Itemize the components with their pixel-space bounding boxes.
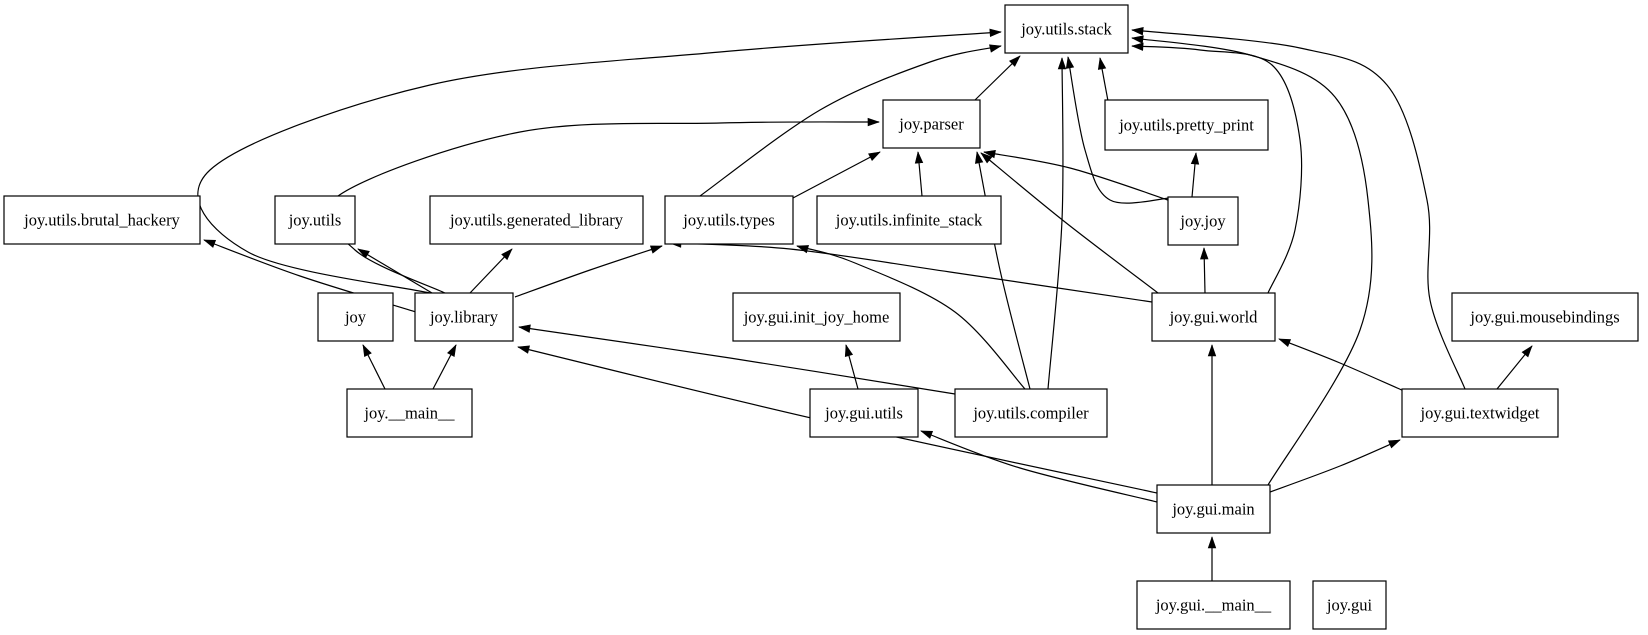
graph-edge-joy.gui.utils-to-joy.gui.init_joy_home xyxy=(844,344,859,390)
graph-edge-joy.utils.compiler-to-joy.parser xyxy=(974,151,1031,390)
graph-node-label: joy.gui.utils xyxy=(824,404,903,423)
graph-edge-joy.utils.types-to-joy.utils.stack xyxy=(699,44,1002,197)
graph-node-box xyxy=(816,195,1002,245)
graph-edge-joy.gui.main-to-joy.utils.stack xyxy=(1131,35,1373,486)
graph-edge-joy.library-to-joy.utils.generated_library xyxy=(469,248,513,294)
graph-node-box xyxy=(1167,196,1239,246)
graph-edge-joy.gui.world-to-joy.parser xyxy=(980,152,1159,294)
graph-node-label: joy.gui.mousebindings xyxy=(1469,308,1619,327)
graph-node-label: joy.utils xyxy=(288,211,342,230)
graph-node-joy.gui.textwidget: joy.gui.textwidget xyxy=(1401,388,1559,438)
graph-node-box xyxy=(1401,388,1559,438)
graph-node-joy.gui.main: joy.gui.main xyxy=(1156,484,1271,534)
graph-node-box xyxy=(1136,580,1291,630)
graph-node-label: joy.utils.stack xyxy=(1020,20,1112,39)
graph-node-box xyxy=(1156,484,1271,534)
graph-node-box xyxy=(274,195,356,245)
graph-node-joy.utils.generated_library: joy.utils.generated_library xyxy=(429,195,644,245)
graph-edge-joy.gui.textwidget-to-joy.utils.stack xyxy=(1131,27,1466,390)
graph-edge-joy.library-to-joy.utils.types xyxy=(514,245,663,298)
graph-node-box xyxy=(317,292,394,342)
graph-node-joy: joy xyxy=(317,292,394,342)
graph-edge-joy.gui.textwidget-to-joy.gui.world xyxy=(1278,338,1405,392)
graph-edge-joy.library-to-joy.parser xyxy=(325,117,880,294)
graph-node-box xyxy=(414,292,514,342)
graph-edge-joy.gui.main-to-joy.gui.textwidget xyxy=(1269,439,1401,493)
nodes-layer: joy.utils.stack joy.parser joy.utils.prett… xyxy=(3,4,1639,630)
graph-node-joy.utils.pretty_print: joy.utils.pretty_print xyxy=(1104,99,1269,151)
graph-node-label: joy.utils.generated_library xyxy=(449,211,624,230)
graph-node-label: joy.utils.compiler xyxy=(972,404,1089,423)
graph-node-box xyxy=(809,388,919,438)
graph-node-label: joy.utils.brutal_hackery xyxy=(23,211,180,230)
graph-node-label: joy.parser xyxy=(898,115,964,134)
graph-node-joy.library: joy.library xyxy=(414,292,514,342)
graph-edge-joy.utils.compiler-to-joy.library xyxy=(518,324,956,395)
graph-node-box xyxy=(882,99,981,149)
graph-edge-joy.gui.world-to-joy.utils.stack xyxy=(1131,42,1303,294)
graph-node-box xyxy=(732,292,901,342)
graph-edge-joy.gui.textwidget-to-joy.gui.mousebindings xyxy=(1496,345,1533,390)
graph-edge-joy.gui.world-to-joy.utils.types xyxy=(669,239,1153,303)
graph-node-joy.utils.compiler: joy.utils.compiler xyxy=(954,388,1108,438)
graph-node-box xyxy=(429,195,644,245)
graph-node-label: joy.gui.__main__ xyxy=(1155,596,1272,615)
graph-node-label: joy.gui.init_joy_home xyxy=(743,308,890,327)
graph-node-label: joy.__main__ xyxy=(363,404,455,423)
graph-node-box xyxy=(954,388,1108,438)
graph-edge-joy.utils.compiler-to-joy.utils.stack xyxy=(1047,57,1067,390)
graph-node-box xyxy=(3,195,201,245)
graph-node-label: joy xyxy=(344,308,367,327)
graph-node-box xyxy=(346,388,473,438)
graph-node-joy.utils: joy.utils xyxy=(274,195,356,245)
graph-node-joy.gui.__main__: joy.gui.__main__ xyxy=(1136,580,1291,630)
graph-node-joy.gui.mousebindings: joy.gui.mousebindings xyxy=(1451,292,1639,342)
graph-node-joy.gui.init_joy_home: joy.gui.init_joy_home xyxy=(732,292,901,342)
graph-edge-joy.utils.types-to-joy.parser xyxy=(792,151,881,199)
graph-node-joy.parser: joy.parser xyxy=(882,99,981,149)
graph-node-box xyxy=(664,195,794,245)
graph-node-label: joy.utils.pretty_print xyxy=(1118,116,1254,135)
graph-edge-joy.gui.main-to-joy.gui.utils xyxy=(920,430,1158,503)
graph-node-box xyxy=(1312,580,1387,630)
graph-node-label: joy.library xyxy=(429,308,499,327)
graph-edge-joy.parser-to-joy.utils.stack xyxy=(974,55,1021,101)
graph-node-label: joy.gui xyxy=(1326,596,1373,615)
graph-node-label: joy.utils.infinite_stack xyxy=(835,211,983,230)
graph-node-joy.joy: joy.joy xyxy=(1167,196,1239,246)
graph-edge-joy.utils.infinite_stack-to-joy.parser xyxy=(914,151,924,197)
graph-node-label: joy.gui.world xyxy=(1169,308,1259,327)
graph-node-box xyxy=(1104,99,1269,151)
graph-edge-joy.joy-to-joy.utils.pretty_print xyxy=(1190,152,1200,198)
graph-edge-joy.library-to-joy.utils.stack xyxy=(197,28,1002,294)
graph-edge-joy.utils.pretty_print-to-joy.utils.stack xyxy=(1097,57,1109,102)
graph-node-box xyxy=(1451,292,1639,342)
graph-node-label: joy.gui.main xyxy=(1171,500,1254,519)
graph-node-label: joy.utils.types xyxy=(682,211,775,230)
graph-node-joy.utils.types: joy.utils.types xyxy=(664,195,794,245)
graph-node-joy.__main__: joy.__main__ xyxy=(346,388,473,438)
graph-node-label: joy.gui.textwidget xyxy=(1420,404,1540,423)
graph-node-box xyxy=(1004,4,1129,54)
graph-edge-joy.gui.world-to-joy.joy xyxy=(1200,247,1209,294)
graph-edge-joy.joy-to-joy.parser xyxy=(983,149,1169,201)
graph-edge-joy.__main__-to-joy.library xyxy=(432,344,457,390)
graph-edge-joy.__main__-to-joy xyxy=(362,344,386,390)
graph-node-joy.utils.infinite_stack: joy.utils.infinite_stack xyxy=(816,195,1002,245)
graph-node-label: joy.joy xyxy=(1179,212,1226,231)
graph-node-joy.gui.world: joy.gui.world xyxy=(1151,292,1276,342)
graph-node-joy.utils.stack: joy.utils.stack xyxy=(1004,4,1129,54)
graph-node-joy.gui.utils: joy.gui.utils xyxy=(809,388,919,438)
graph-node-joy.utils.brutal_hackery: joy.utils.brutal_hackery xyxy=(3,195,201,245)
graph-node-box xyxy=(1151,292,1276,342)
edges-layer xyxy=(197,27,1533,581)
graph-edge-joy.library-to-joy.utils xyxy=(357,248,433,294)
graph-node-joy.gui: joy.gui xyxy=(1312,580,1387,630)
